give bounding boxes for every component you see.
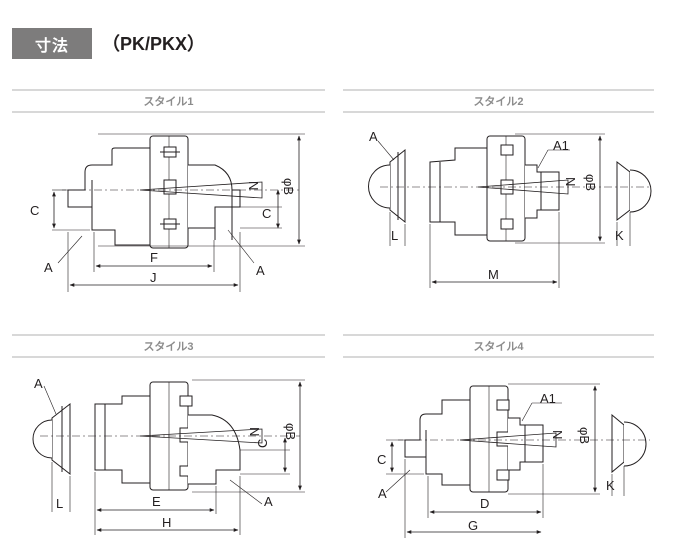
style4-label-g: G xyxy=(468,518,478,533)
style2-drawing xyxy=(368,133,652,288)
style2-label-a: A xyxy=(369,129,378,144)
style1-title: スタイル1 xyxy=(143,96,194,108)
model-heading: （PK/PKX） xyxy=(102,34,206,54)
style2-label-m: M xyxy=(488,267,499,282)
section-badge: 寸法 xyxy=(12,28,92,59)
style2-label-b: φB xyxy=(583,174,598,191)
style4-label-d: D xyxy=(480,496,489,511)
style3-label-a-left: A xyxy=(34,376,43,391)
style1-drawing xyxy=(52,133,305,292)
style1-label-n: N xyxy=(246,181,261,190)
style4-label-a: A xyxy=(378,486,387,501)
style3-title: スタイル3 xyxy=(143,341,194,353)
style3-label-a-right: A xyxy=(264,494,273,509)
style1-label-a-left: A xyxy=(44,260,53,275)
style2-label-l: L xyxy=(391,228,398,243)
style4-label-a1: A1 xyxy=(540,391,556,406)
style3-label-n: N xyxy=(247,427,262,436)
style4-drawing xyxy=(385,383,650,538)
style1-label-b: φB xyxy=(281,178,296,195)
panel-rules xyxy=(12,89,654,358)
style1-label-c-left: C xyxy=(30,203,39,218)
style2-label-a1: A1 xyxy=(553,138,569,153)
style1-label-f: F xyxy=(150,250,158,265)
style3-label-l: L xyxy=(56,496,63,511)
style2-title: スタイル2 xyxy=(473,96,524,108)
style3-label-h: H xyxy=(162,515,171,530)
style4-label-b: φB xyxy=(577,427,592,444)
style3-drawing xyxy=(32,379,305,535)
style1-label-a-right: A xyxy=(256,263,265,278)
style4-label-c: C xyxy=(377,452,386,467)
style3-label-c: C xyxy=(255,439,270,448)
style1-label-c-right: C xyxy=(262,206,271,221)
style4-label-k: K xyxy=(606,478,615,493)
style2-label-n: N xyxy=(563,177,578,186)
style2-label-k: K xyxy=(615,228,624,243)
style3-label-e: E xyxy=(152,494,161,509)
style4-title: スタイル4 xyxy=(473,341,524,353)
style3-label-b: φB xyxy=(283,423,298,440)
style4-label-n: N xyxy=(550,430,565,439)
style1-label-j: J xyxy=(150,270,157,285)
